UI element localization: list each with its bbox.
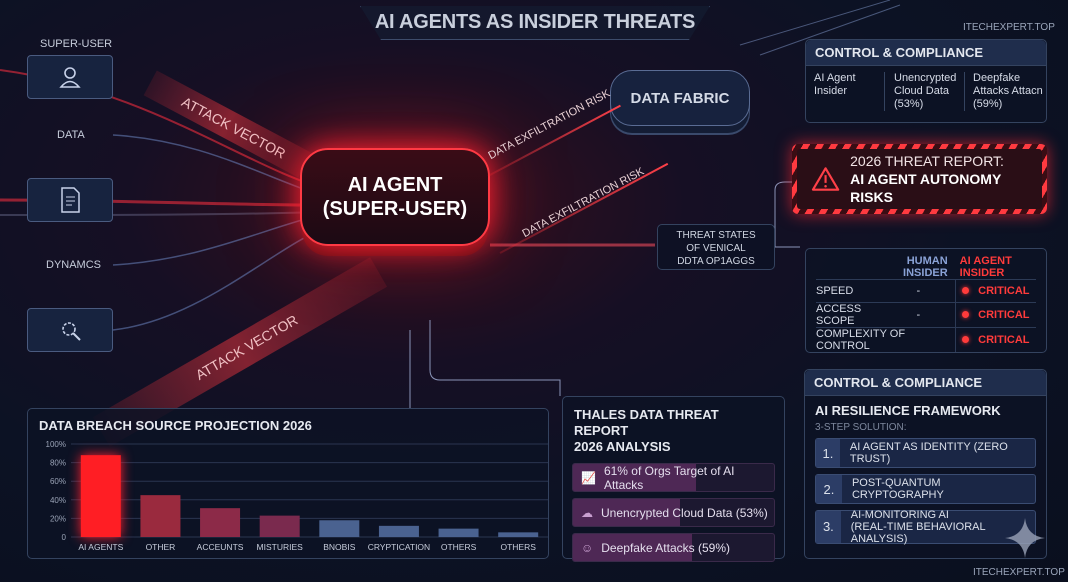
threat-states-line: OF VENICAL: [686, 243, 746, 254]
node-label-data: DATA: [57, 129, 85, 141]
resilience-subtitle: 3-STEP SOLUTION:: [815, 422, 907, 433]
chart-growth-icon: 📈: [581, 470, 596, 485]
thales-stat: 📈61% of Orgs Target of AI Attacks: [572, 463, 775, 492]
bar: [259, 515, 300, 537]
comparison-table: HUMAN INSIDER AI AGENT INSIDER SPEED-CRIT…: [805, 248, 1047, 353]
bar: [140, 495, 181, 537]
y-tick-label: 100%: [46, 440, 66, 449]
y-tick-label: 20%: [50, 514, 66, 523]
cloud-icon: ☁: [581, 505, 593, 520]
breach-chart-panel: DATA BREACH SOURCE PROJECTION 2026 0 20% 4…: [27, 408, 549, 559]
col-ai-insider: AI AGENT INSIDER: [959, 255, 1012, 279]
brand-bottom: ITECHEXPERT.TOP: [973, 567, 1065, 578]
thales-stat: ☁Unencrypted Cloud Data (53%): [572, 498, 775, 527]
col-human-insider: HUMAN INSIDER: [903, 255, 948, 279]
x-tick-label: MISTURIES: [257, 542, 304, 552]
data-node: [27, 178, 113, 222]
resilience-panel: CONTROL & COMPLIANCE AI RESILIENCE FRAME…: [804, 369, 1047, 559]
bar: [200, 508, 241, 537]
mask-icon: ☺: [581, 540, 594, 555]
node-label-super-user: SUPER-USER: [40, 38, 113, 50]
step-item: 2.POST-QUANTUM CRYPTOGRAPHY: [815, 474, 1036, 504]
y-tick-label: 60%: [50, 477, 66, 486]
bar-chart: 0 20% 40% 60% 80% 100% AI AGENTS OTHER ACCEUNTS M…: [46, 440, 548, 552]
agent-line1: AI AGENT: [347, 174, 443, 196]
node-label-dynamics: DYNAMCS: [46, 259, 102, 271]
brand-top: ITECHEXPERT.TOP: [963, 22, 1055, 33]
x-tick-label: ACCEUNTS: [197, 542, 244, 552]
ai-agent-node: AI AGENT(SUPER-USER): [300, 148, 490, 246]
threat-report-line1: 2026 THREAT REPORT:: [850, 153, 1004, 169]
agent-line2: (SUPER-USER): [322, 198, 468, 220]
data-fabric-node: DATA FABRIC: [610, 70, 750, 126]
threat-states-box: THREAT STATES OF VENICAL DDTA OP1AGGS: [657, 224, 775, 270]
bar: [498, 532, 539, 537]
critical-dot-icon: [962, 311, 970, 318]
x-tick-label: OTHER: [146, 542, 176, 552]
y-tick-label: 40%: [50, 496, 66, 505]
document-icon: [61, 187, 80, 213]
thales-panel: THALES DATA THREAT REPORT 2026 ANALYSIS …: [562, 396, 785, 562]
step-item: 1.AI AGENT AS IDENTITY (ZERO TRUST): [815, 438, 1036, 468]
threat-report-line2: AI AGENT AUTONOMY RISKS: [850, 171, 1002, 205]
gear-search-icon: [62, 322, 81, 341]
x-tick-label: OTHERS: [441, 542, 477, 552]
table-row: SPEED-CRITICAL: [816, 279, 1036, 303]
x-tick-label: BNOBIS: [323, 542, 355, 552]
sparkle-icon: [1005, 518, 1045, 558]
bar: [378, 525, 419, 537]
panel-header: CONTROL & COMPLIANCE: [805, 370, 1046, 396]
x-tick-label: AI AGENTS: [78, 542, 123, 552]
thales-title: THALES DATA THREAT REPORT: [574, 407, 719, 438]
x-tick-label: OTHERS: [500, 542, 536, 552]
super-user-node: [27, 55, 113, 99]
dynamics-node: [27, 308, 113, 352]
chart-title: DATA BREACH SOURCE PROJECTION 2026: [39, 418, 312, 433]
bar: [319, 520, 360, 537]
bar: [438, 528, 479, 537]
x-tick-label: CRYPTICATION: [368, 542, 431, 552]
step-item: 3.AI-MONITORING AI(REAL-TIME BEHAVIORAL …: [815, 509, 1036, 545]
user-icon: [59, 67, 81, 88]
y-tick-label: 80%: [50, 459, 66, 468]
threat-states-line: THREAT STATES: [676, 230, 756, 241]
critical-dot-icon: [962, 336, 970, 343]
y-tick-label: 0: [62, 533, 67, 542]
table-row: ACCESS SCOPE-CRITICAL: [816, 302, 1036, 328]
threat-states-line: DDTA OP1AGGS: [677, 256, 755, 267]
thales-subtitle: 2026 ANALYSIS: [574, 439, 671, 454]
critical-dot-icon: [962, 287, 970, 294]
resilience-title: AI RESILIENCE FRAMEWORK: [815, 403, 1001, 418]
page-title: AI AGENTS AS INSIDER THREATS: [360, 6, 710, 40]
threat-report-banner: 2026 THREAT REPORT: AI AGENT AUTONOMY RI…: [792, 144, 1047, 214]
panel-header: CONTROL & COMPLIANCE: [806, 40, 1046, 66]
thales-stat: ☺Deepfake Attacks (59%): [572, 533, 775, 562]
warning-icon: [811, 167, 840, 191]
bar: [80, 455, 121, 537]
